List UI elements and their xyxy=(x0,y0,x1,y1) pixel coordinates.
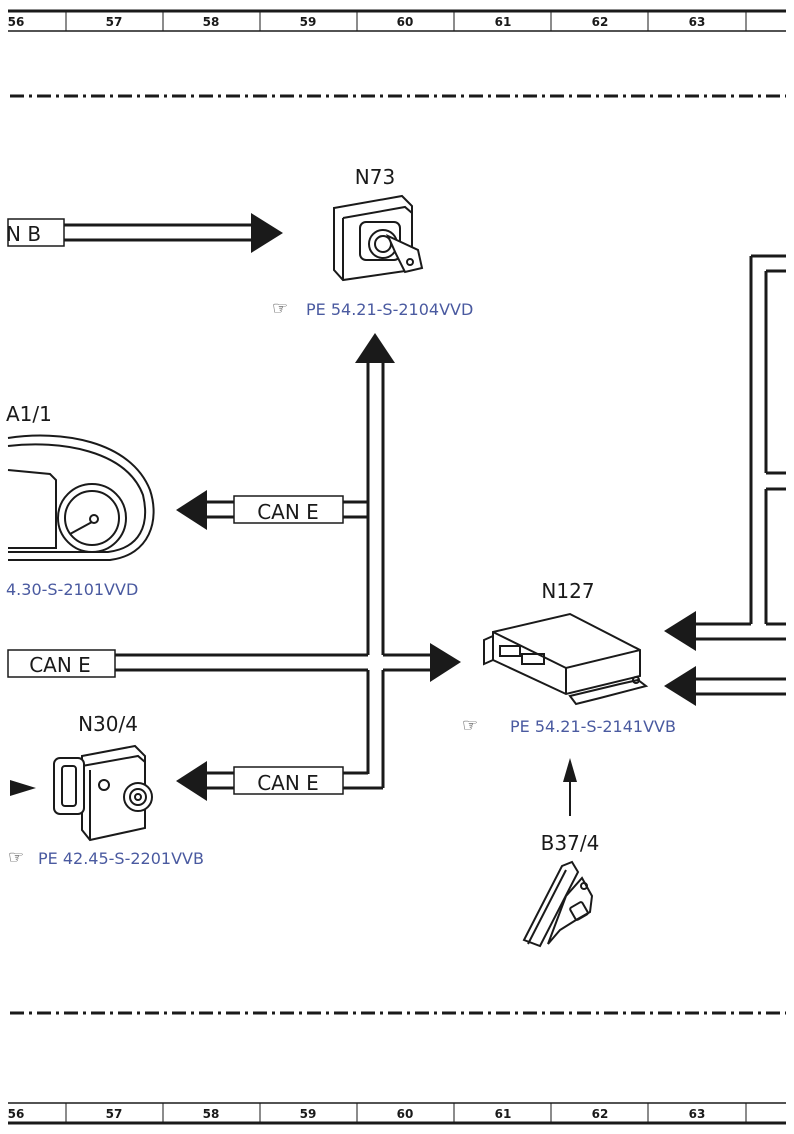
n127-ref-icon: ☞ xyxy=(462,715,478,736)
ruler-col-56: 56 xyxy=(8,1107,25,1121)
top-ruler: 56 57 58 59 60 61 62 63 xyxy=(8,9,786,32)
can-b-label: N B xyxy=(6,222,41,246)
can-b-connection: N B xyxy=(6,213,283,253)
n127-label: N127 xyxy=(541,579,594,603)
a1-1-ref[interactable]: 4.30-S-2101VVD xyxy=(6,580,138,599)
control-unit-icon xyxy=(483,612,649,706)
ruler-col-58: 58 xyxy=(203,1107,220,1121)
n30-4-ref-icon: ☞ xyxy=(8,847,24,868)
ruler-col-63: 63 xyxy=(689,15,706,29)
esp-unit-icon xyxy=(53,744,153,842)
n73-ref[interactable]: PE 54.21-S-2104VVD xyxy=(306,300,473,319)
ruler-col-57: 57 xyxy=(106,15,123,29)
ruler-col-57: 57 xyxy=(106,1107,123,1121)
ruler-col-58: 58 xyxy=(203,15,220,29)
n127-component: N127 ☞ PE 54.21-S-2141VVB xyxy=(462,579,676,736)
n30-4-ref[interactable]: PE 42.45-S-2201VVB xyxy=(38,849,204,868)
a1-1-label: A1/1 xyxy=(6,402,52,426)
can-e-trunk xyxy=(115,333,461,788)
n30-4-component: N30/4 ☞ PE 42.45-S-2201VVB xyxy=(8,712,204,868)
a1-1-component: A1/1 4.30-S-2101VVD xyxy=(6,402,155,599)
n127-ref[interactable]: PE 54.21-S-2141VVB xyxy=(510,717,676,736)
accelerator-pedal-icon xyxy=(522,860,594,948)
b37-4-label: B37/4 xyxy=(541,831,600,855)
n30-4-label: N30/4 xyxy=(78,712,138,736)
b37-4-component: B37/4 xyxy=(522,831,600,948)
ruler-col-61: 61 xyxy=(495,1107,512,1121)
b37-4-signal xyxy=(563,758,577,816)
ruler-col-59: 59 xyxy=(300,15,317,29)
can-e-bottom-label: CAN E xyxy=(257,771,319,795)
ruler-col-59: 59 xyxy=(300,1107,317,1121)
ignition-lock-icon xyxy=(333,194,424,282)
instrument-cluster-icon xyxy=(7,434,155,561)
ruler-col-61: 61 xyxy=(495,15,512,29)
n73-component: N73 ☞ PE 54.21-S-2104VVD xyxy=(272,165,473,319)
can-e-top-label: CAN E xyxy=(257,500,319,524)
ruler-col-63: 63 xyxy=(689,1107,706,1121)
right-side-lines xyxy=(664,254,786,706)
ruler-col-60: 60 xyxy=(397,15,414,29)
ruler-col-56: 56 xyxy=(8,15,25,29)
bottom-ruler: 56 57 58 59 60 61 62 63 xyxy=(8,1102,786,1125)
ruler-col-60: 60 xyxy=(397,1107,414,1121)
can-e-to-n30-4: CAN E xyxy=(176,761,383,801)
n73-label: N73 xyxy=(355,165,395,189)
can-e-left-input: CAN E xyxy=(7,649,116,678)
input-arrow-n30-4 xyxy=(10,780,36,796)
can-e-left-label: CAN E xyxy=(29,653,91,677)
n73-ref-icon: ☞ xyxy=(272,298,288,319)
ruler-col-62: 62 xyxy=(592,1107,609,1121)
can-e-to-a1-1: CAN E xyxy=(176,490,368,530)
ruler-col-62: 62 xyxy=(592,15,609,29)
